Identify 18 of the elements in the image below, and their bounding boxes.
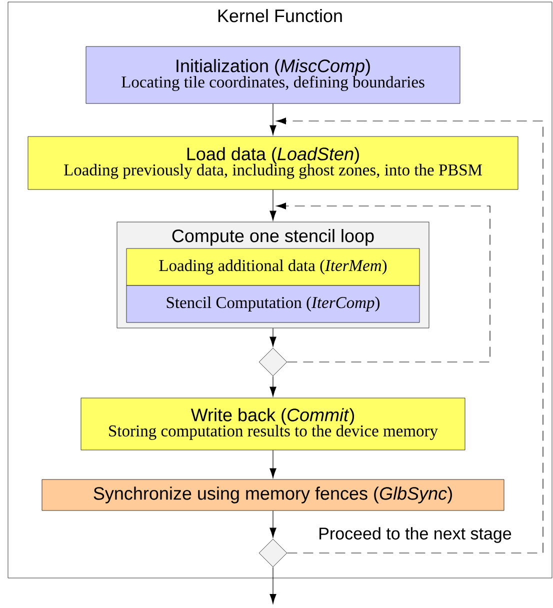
process-box: Write back (Commit) Storing computation results to the device memory (80, 398, 466, 450)
edge-label: Proceed to the next stage (317, 526, 513, 544)
process-box: Loading additional data (IterMem) (126, 248, 420, 286)
arrow (270, 510, 276, 538)
arrow (276, 118, 544, 554)
arrow (270, 566, 276, 604)
decision-diamond (258, 538, 288, 568)
process-box: Load data (LoadSten) Loading previously data, including ghost zones, into the PBSM (28, 136, 518, 190)
process-box: Synchronize using memory fences (GlbSync) (42, 479, 504, 511)
arrow (276, 202, 490, 362)
arrow (270, 189, 276, 221)
process-box: Initialization (MiscComp) Locating tile coordinates, defining boundaries (86, 46, 460, 104)
arrow (270, 328, 276, 347)
arrow (270, 450, 276, 478)
process-box: Stencil Computation (IterComp) (126, 285, 420, 323)
decision-diamond (258, 348, 288, 376)
arrow (270, 103, 276, 136)
arrow (270, 376, 276, 397)
